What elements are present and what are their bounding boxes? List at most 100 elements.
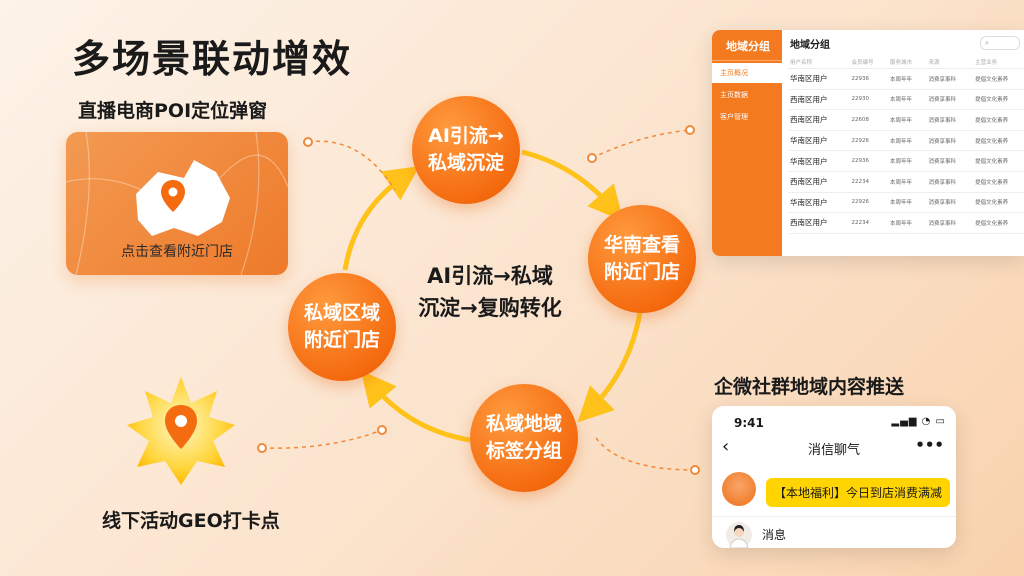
table-cell: 消费享事科: [926, 150, 974, 172]
sidebar-title: 地域分组: [712, 30, 782, 61]
page-title: 多场景联动增效: [72, 37, 353, 81]
arrow-bottom-left: [360, 370, 471, 443]
table-cell: 22608: [849, 109, 888, 131]
table-cell: 华南区用户: [788, 150, 850, 172]
table-cell: 提倡文化素养: [973, 68, 1024, 90]
table-header: 用户名称 会员编号 服务城市 来源 主营业务: [788, 56, 1024, 69]
table-cell: 提倡文化素养: [973, 171, 1024, 193]
status-icons: ▂▄▆ ◔ ▭: [891, 416, 946, 427]
node-line: 标签分组: [485, 440, 562, 462]
arrow-left-top: [342, 166, 420, 271]
center-line: 沉淀→复购转化: [418, 296, 562, 320]
table-cell: 消费享事科: [926, 212, 974, 234]
chat-title: 消信聊气: [807, 443, 860, 458]
center-line: AI引流→私域: [427, 264, 553, 288]
status-time: 9:41: [734, 416, 764, 430]
node-line: 附近门店: [603, 261, 680, 283]
table-cell: 提倡文化素养: [973, 89, 1024, 111]
map-pin-icon: [161, 180, 185, 212]
col-header: 会员编号: [849, 56, 888, 69]
table-cell: 本周年年: [887, 212, 927, 234]
cycle-center-text: AI引流→私域 沉淀→复购转化: [400, 260, 580, 324]
node-south-china: 华南查看附近门店: [588, 205, 696, 313]
node-private-region: 私域区域附近门店: [288, 273, 396, 381]
avatar-icon: [726, 522, 752, 548]
table-cell: 消费享事科: [926, 109, 974, 131]
table-cell: 西南区用户: [788, 89, 850, 111]
table-cell: 华南区用户: [788, 192, 850, 214]
table-cell: 消费享事科: [926, 130, 974, 152]
table-cell: 22936: [849, 68, 888, 90]
table-cell: 西南区用户: [788, 171, 850, 193]
crm-sidebar: 地域分组 主页概况 主页数据 客户管理: [712, 30, 782, 256]
back-icon[interactable]: ‹: [722, 436, 730, 457]
table-cell: 西南区用户: [788, 109, 850, 131]
sidebar-item-overview[interactable]: 主页概况: [712, 63, 782, 83]
table-cell: 本周年年: [887, 89, 927, 111]
arrow-top-right: [521, 149, 624, 222]
table-cell: 本周年年: [887, 68, 927, 90]
col-header: 来源: [926, 56, 974, 69]
sidebar-item-data[interactable]: 主页数据: [720, 91, 748, 99]
node-region-tags: 私域地域标签分组: [470, 384, 578, 492]
table-cell: 消费享事科: [926, 192, 974, 214]
table-cell: 22936: [849, 150, 888, 172]
table-cell: 本周年年: [887, 171, 927, 193]
wecom-phone: 9:41 ▂▄▆ ◔ ▭ ‹ 消信聊气 ••• 【本地福利】今日到店消费满减 消…: [712, 406, 956, 548]
col-header: 用户名称: [788, 56, 850, 69]
node-line: 私域区域: [303, 302, 380, 324]
avatar-icon: [722, 472, 756, 506]
node-ai-traffic: AI引流→ 私域沉淀: [412, 96, 520, 204]
more-icon[interactable]: •••: [915, 436, 944, 454]
arrow-right-bottom: [577, 311, 643, 423]
geo-checkin-label: 线下活动GEO打卡点: [102, 510, 280, 532]
poi-popup-label: 直播电商POI定位弹窗: [78, 100, 268, 122]
table-cell: 西南区用户: [788, 212, 850, 234]
sun-burst-icon: [127, 377, 235, 485]
sidebar-item-customers[interactable]: 客户管理: [720, 113, 748, 121]
table-cell: 22926: [849, 192, 888, 214]
table-cell: 消费享事科: [926, 171, 974, 193]
node-line: 华南查看: [603, 234, 680, 256]
crm-window: 地域分组 主页概况 主页数据 客户管理 地域分组 ⌕ 用户名称 会员编号 服务城…: [712, 30, 1024, 256]
poi-map-card[interactable]: 点击查看附近门店: [66, 132, 288, 275]
crm-main-title: 地域分组: [790, 40, 830, 51]
table-cell: 华南区用户: [788, 130, 850, 152]
table-cell: 本周年年: [887, 192, 927, 214]
table-cell: 22234: [849, 212, 888, 234]
table-cell: 22930: [849, 89, 888, 111]
table-cell: 提倡文化素养: [973, 130, 1024, 152]
table-cell: 22234: [849, 171, 888, 193]
table-cell: 提倡文化素养: [973, 192, 1024, 214]
table-cell: 22926: [849, 130, 888, 152]
node-line: AI引流→: [428, 125, 504, 147]
chat-bubble[interactable]: 【本地福利】今日到店消费满减: [766, 478, 951, 507]
node-line: 私域地域: [485, 413, 562, 435]
node-line: 附近门店: [303, 329, 380, 351]
node-line: 私域沉淀: [427, 152, 504, 174]
search-icon: ⌕: [985, 39, 989, 47]
col-header: 主营业务: [973, 56, 1024, 69]
col-header: 服务城市: [887, 56, 927, 69]
wecom-label: 企微社群地域内容推送: [714, 376, 905, 398]
map-caption: 点击查看附近门店: [121, 244, 233, 260]
table-cell: 本周年年: [887, 150, 927, 172]
table-cell: 提倡文化素养: [973, 212, 1024, 234]
table-cell: 华南区用户: [788, 68, 850, 90]
search-input[interactable]: ⌕: [980, 36, 1020, 50]
table-cell: 本周年年: [887, 130, 927, 152]
message-text: 消息: [762, 528, 787, 542]
table-cell: 提倡文化素养: [973, 150, 1024, 172]
table-cell: 本周年年: [887, 109, 927, 131]
